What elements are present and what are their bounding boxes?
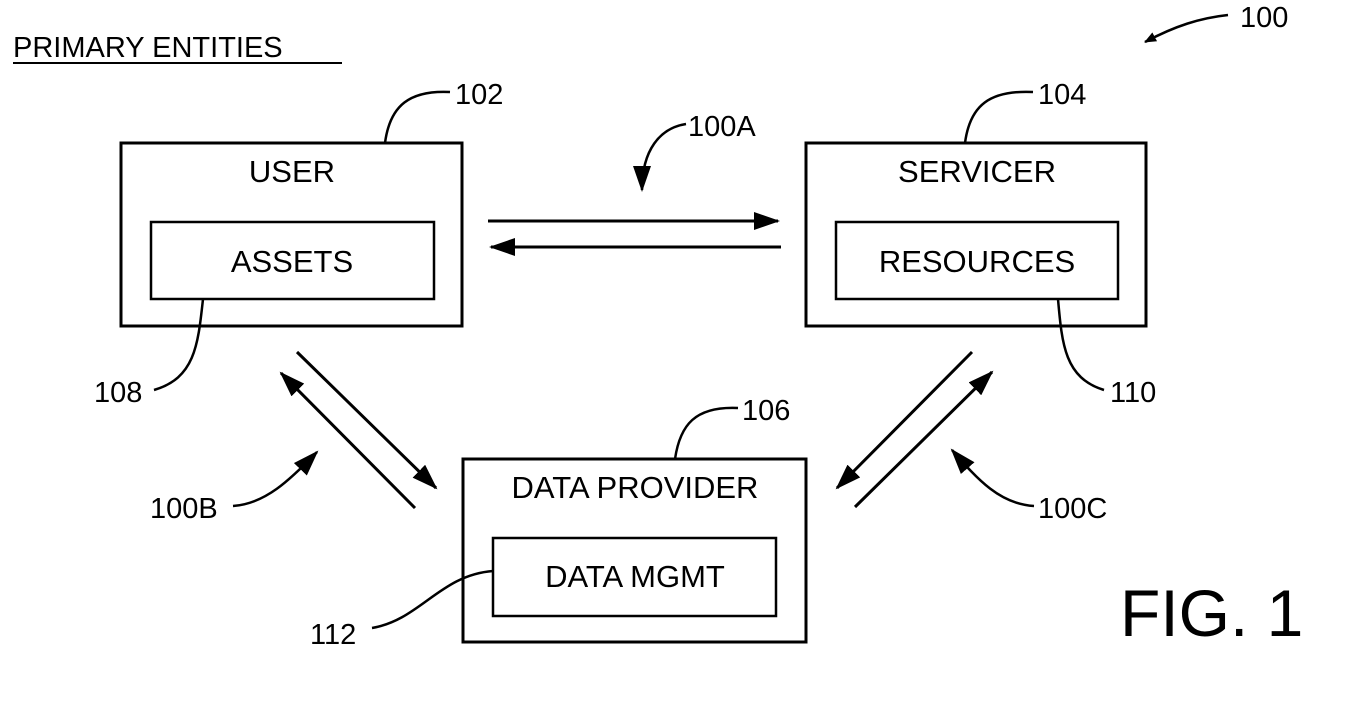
link-b-pointer xyxy=(233,452,317,506)
servicer-entity: SERVICER RESOURCES xyxy=(806,143,1146,326)
provider-ref-leader xyxy=(675,408,738,459)
resources-ref-number: 110 xyxy=(1110,377,1156,409)
provider-to-user-arrow xyxy=(281,373,415,508)
link-a-pointer xyxy=(642,124,686,190)
assets-ref-number: 108 xyxy=(94,377,142,409)
link-c-ref: 100C xyxy=(1038,493,1107,525)
user-to-provider-arrow xyxy=(297,352,436,488)
user-label: USER xyxy=(249,154,335,189)
provider-to-servicer-arrow xyxy=(855,372,992,507)
data-mgmt-label: DATA MGMT xyxy=(545,559,725,594)
figure-pointer-arrow xyxy=(1145,15,1228,42)
servicer-label: SERVICER xyxy=(898,154,1056,189)
link-c-pointer xyxy=(952,450,1034,506)
header-label: PRIMARY ENTITIES xyxy=(13,32,283,64)
user-entity: USER ASSETS xyxy=(121,143,462,326)
data-mgmt-ref-number: 112 xyxy=(310,619,356,651)
servicer-to-provider-arrow xyxy=(837,352,972,488)
servicer-ref-number: 104 xyxy=(1038,79,1086,111)
figure-caption: FIG. 1 xyxy=(1120,576,1303,650)
figure-number: 100 xyxy=(1240,2,1288,34)
user-ref-leader xyxy=(385,92,450,143)
provider-entity: DATA PROVIDER DATA MGMT xyxy=(463,459,806,642)
link-b-ref: 100B xyxy=(150,493,218,525)
user-ref-number: 102 xyxy=(455,79,503,111)
provider-ref-number: 106 xyxy=(742,395,790,427)
provider-label: DATA PROVIDER xyxy=(512,470,759,505)
resources-label: RESOURCES xyxy=(879,244,1075,279)
servicer-ref-leader xyxy=(965,92,1033,143)
link-a-ref: 100A xyxy=(688,111,756,143)
assets-label: ASSETS xyxy=(231,244,353,279)
